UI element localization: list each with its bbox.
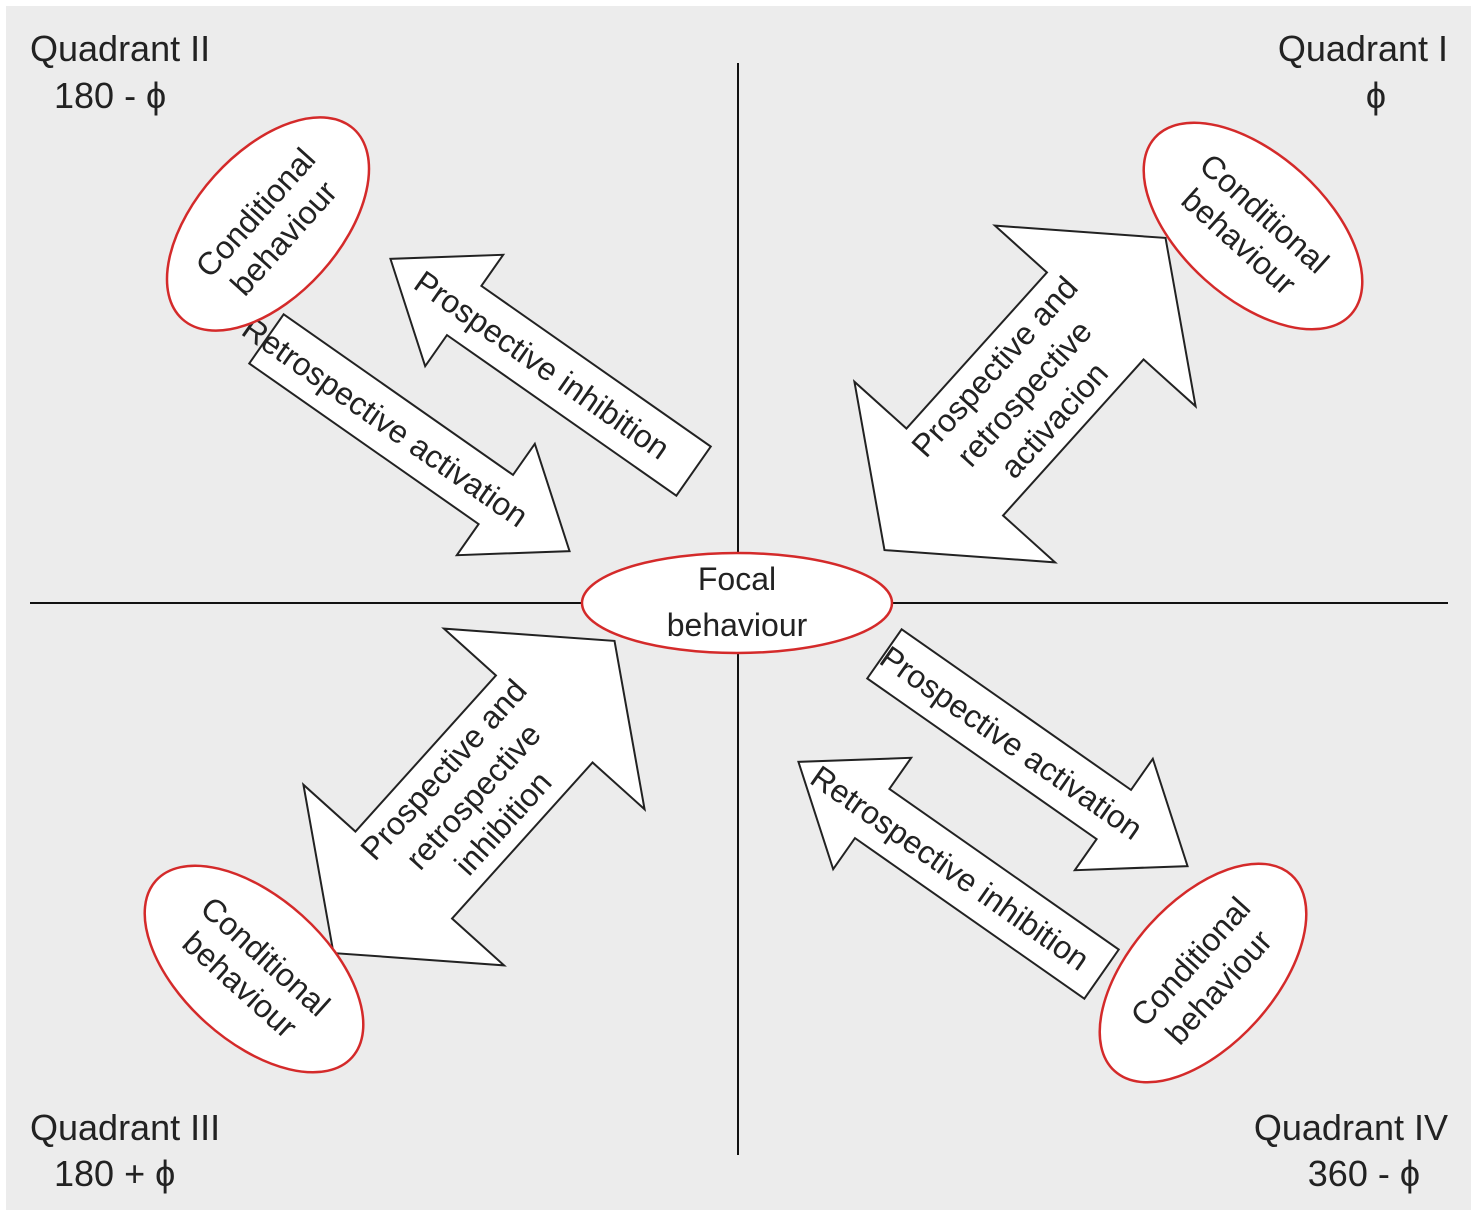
conditional-behaviour-oval-q4: Conditional behaviour <box>1098 862 1308 1084</box>
focal-behaviour-oval: Focal behaviour <box>580 551 894 655</box>
focal-label-line1: Focal <box>698 561 776 597</box>
retrospective-activation-arrow: Retrospective activation <box>236 310 571 557</box>
quadrant-iii-title: Quadrant III <box>30 1107 220 1148</box>
quadrant-ii-angle: 180 - ϕ <box>54 75 166 116</box>
quadrant-iv-angle: 360 - ϕ <box>1308 1153 1420 1194</box>
quadrant-i-title: Quadrant I <box>1278 28 1448 69</box>
focal-label-line2: behaviour <box>667 607 808 643</box>
quadrant-ii-title: Quadrant II <box>30 28 210 69</box>
quadrant-i-angle: ϕ <box>1366 75 1386 116</box>
quadrant-iii-angle: 180 + ϕ <box>54 1153 175 1194</box>
quadrant-iv-title: Quadrant IV <box>1254 1107 1448 1148</box>
